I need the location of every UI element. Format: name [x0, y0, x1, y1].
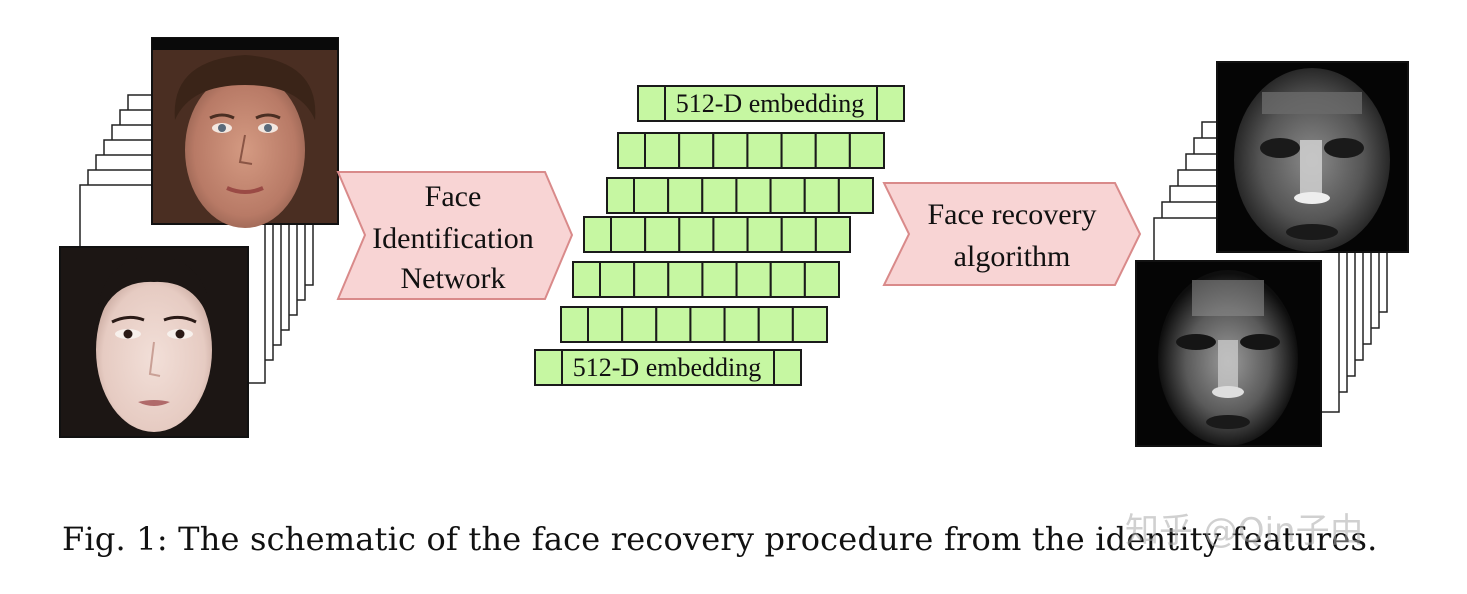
embedding-cell [678, 132, 715, 169]
embedding-cell [746, 216, 783, 253]
embedding-cell [757, 306, 794, 343]
embedding-cell [803, 261, 840, 298]
embedding-cell [769, 177, 806, 214]
embedding-cell [633, 261, 670, 298]
embedding-bottom-label: 512-D embedding [573, 353, 761, 382]
embedding-cell [534, 349, 563, 386]
embedding-row [534, 349, 802, 386]
embedding-row [617, 132, 885, 169]
embedding-cell [644, 132, 681, 169]
embedding-row [583, 216, 851, 253]
embedding-cell [701, 177, 738, 214]
embedding-cell [560, 306, 589, 343]
embedding-cell [848, 132, 885, 169]
face-recovery-algorithm-arrow: Face recovery algorithm [882, 182, 1142, 286]
arrow-left-line-2: Identification [372, 222, 534, 255]
embedding-cell [633, 177, 670, 214]
embedding-row [637, 85, 905, 122]
embedding-cell [572, 261, 601, 298]
arrow-left-line-1: Face [425, 180, 482, 213]
input-face-photo-male [151, 37, 339, 228]
recovered-face-male [1216, 61, 1409, 253]
embedding-cell [723, 306, 760, 343]
embedding-cell [712, 216, 749, 253]
embedding-cell [876, 85, 905, 122]
face-identification-network-arrow: Face Identification Network [336, 171, 574, 300]
arrow-left-line-3: Network [401, 262, 506, 295]
figure-caption: Fig. 1: The schematic of the face recove… [62, 520, 1378, 558]
embedding-cell [667, 261, 704, 298]
embedding-cell [621, 306, 658, 343]
input-face-photo-female [59, 246, 249, 438]
embedding-cell [814, 216, 851, 253]
embedding-cell [599, 261, 636, 298]
embedding-row [572, 261, 840, 298]
embedding-cell [780, 132, 817, 169]
embedding-cell [667, 177, 704, 214]
embedding-stack [534, 85, 905, 386]
embedding-cell [655, 306, 692, 343]
embedding-cell [773, 349, 802, 386]
embedding-cell [583, 216, 612, 253]
embedding-cell [689, 306, 726, 343]
watermark: 知乎 @Qin子由 [1125, 511, 1364, 551]
embedding-cell [837, 177, 874, 214]
embedding-cell [814, 132, 851, 169]
embedding-cell [735, 261, 772, 298]
embedding-cell [735, 177, 772, 214]
embedding-cell [803, 177, 840, 214]
embedding-cell [587, 306, 624, 343]
embedding-cell [610, 216, 647, 253]
arrow-right-line-2: algorithm [954, 240, 1071, 273]
embedding-cell [644, 216, 681, 253]
embedding-cell [746, 132, 783, 169]
embedding-cell [664, 85, 878, 122]
embedding-cell [606, 177, 635, 214]
recovered-face-female [1135, 260, 1322, 447]
embedding-row [560, 306, 828, 343]
embedding-top-label: 512-D embedding [676, 89, 864, 118]
embedding-cell [678, 216, 715, 253]
embedding-cell [561, 349, 775, 386]
embedding-cell [780, 216, 817, 253]
embedding-cell [791, 306, 828, 343]
embedding-cell [701, 261, 738, 298]
embedding-cell [637, 85, 666, 122]
embedding-cell [617, 132, 646, 169]
embedding-cell [712, 132, 749, 169]
embedding-cell [769, 261, 806, 298]
embedding-row [606, 177, 874, 214]
arrow-right-line-1: Face recovery [927, 198, 1096, 231]
